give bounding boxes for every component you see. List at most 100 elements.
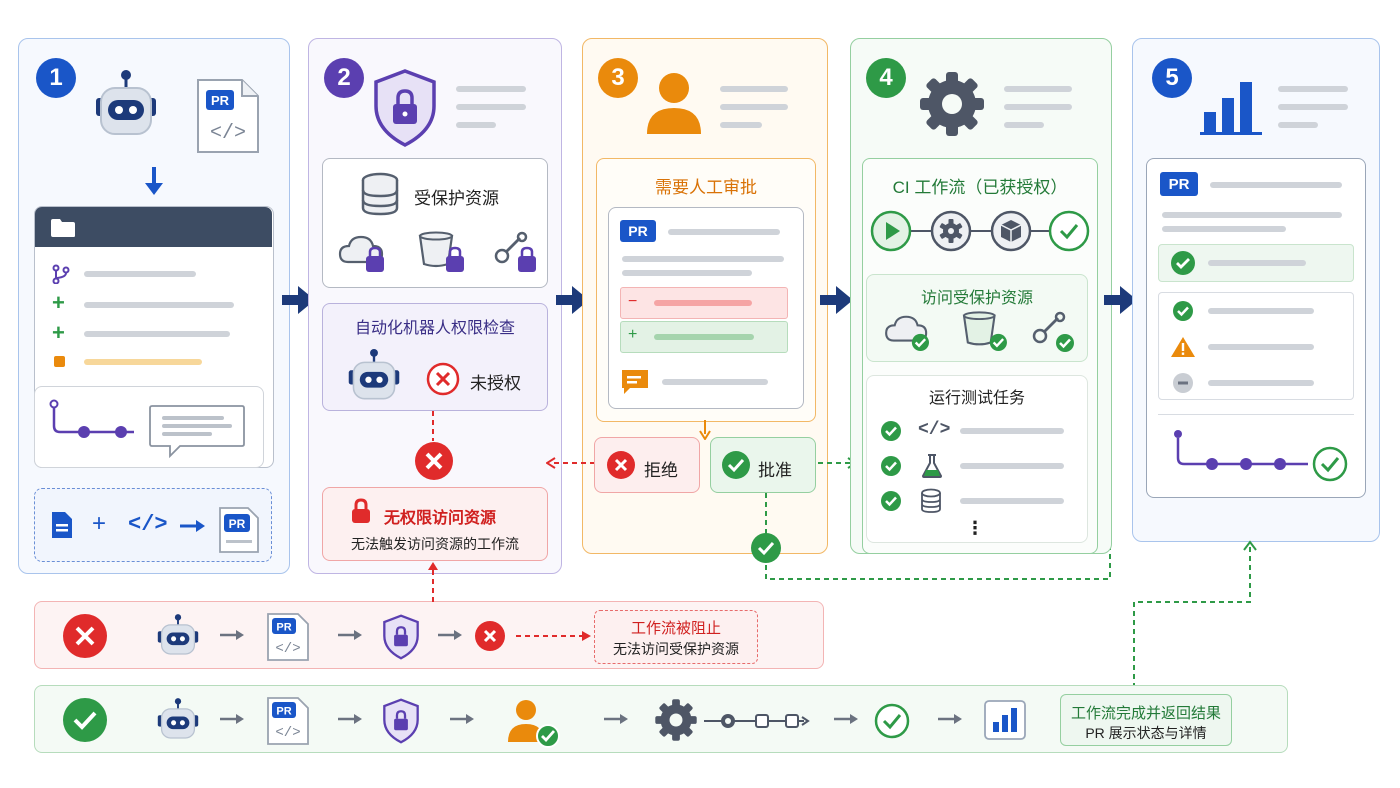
approve-check-icon: [722, 451, 750, 479]
comment-bubble-icon: [149, 405, 245, 458]
line-placeholder: [720, 104, 788, 110]
flow-arrow-icon: [1104, 286, 1137, 314]
right-arrow-icon: [834, 714, 858, 724]
bar-chart-icon: [984, 700, 1026, 740]
line-placeholder: [1004, 86, 1072, 92]
minus-sign: −: [628, 293, 638, 310]
gear-icon: [655, 699, 697, 741]
lock-icon: [352, 498, 370, 523]
step2-badge: 2: [324, 58, 364, 98]
svg-text:</>: </>: [210, 122, 246, 145]
line-placeholder: [84, 302, 234, 308]
line-placeholder: [960, 428, 1064, 434]
robot-icon: [157, 614, 199, 655]
reject-label: 拒绝: [644, 461, 678, 480]
gear-step-icon: [930, 210, 972, 252]
line-placeholder: [622, 270, 752, 276]
no-access-subtitle: 无法触发访问资源的工作流: [351, 536, 519, 552]
line-placeholder: [1278, 104, 1348, 110]
workflow-complete-subtitle: PR 展示状态与详情: [1085, 725, 1207, 741]
task-check-icon: [881, 491, 901, 511]
test-tasks-card: [866, 375, 1088, 543]
line-placeholder: [456, 122, 496, 128]
workflow-blocked-box: [594, 610, 758, 664]
pr-document-icon: PR </>: [267, 697, 309, 745]
cloud-lock-icon: [338, 235, 384, 272]
step3-badge: 3: [598, 58, 638, 98]
code-icon: </>: [918, 420, 951, 440]
cloud-check-icon: [885, 315, 929, 352]
pipeline-steps-icon: [704, 714, 810, 728]
right-arrow-icon: [180, 520, 205, 532]
play-icon: [870, 210, 912, 252]
right-arrow-icon: [604, 714, 628, 724]
protected-resource-label: 受保护资源: [414, 189, 499, 208]
flask-icon: [921, 454, 943, 478]
reject-x-icon: [607, 451, 635, 479]
right-arrow-icon: [938, 714, 962, 724]
key-check-icon: [1032, 311, 1074, 352]
manual-approval-title: 需要人工审批: [655, 178, 757, 197]
reject-dashed-arrow: [546, 457, 594, 469]
line-placeholder: [1162, 212, 1342, 218]
line-placeholder: [960, 498, 1064, 504]
line-placeholder: [456, 104, 526, 110]
check-circle-icon: [874, 703, 910, 739]
plus-sign: +: [628, 326, 638, 343]
unauthorized-label: 未授权: [470, 374, 521, 393]
task-check-icon: [881, 421, 901, 441]
blocked-x-icon: [415, 442, 453, 480]
right-arrow-icon: [338, 630, 362, 640]
person-icon: [647, 73, 701, 134]
line-placeholder: [1004, 104, 1072, 110]
result-dashed-connector: [1133, 540, 1257, 688]
error-circle-icon: [426, 362, 460, 396]
approved-check-icon: [751, 533, 781, 563]
svg-text:PR: PR: [276, 706, 291, 718]
pipeline-line: [888, 230, 1068, 232]
more-ellipsis-icon: ⋮: [966, 518, 984, 538]
svg-text:</>: </>: [275, 641, 300, 657]
svg-text:</>: </>: [275, 725, 300, 741]
plus-icon: +: [52, 320, 65, 345]
package-icon: [990, 210, 1032, 252]
key-lock-icon: [494, 231, 536, 272]
bucket-lock-icon: [418, 231, 464, 272]
line-placeholder: [1208, 344, 1314, 350]
line-placeholder: [84, 271, 196, 277]
workflow-blocked-title: 工作流被阻止: [630, 620, 721, 637]
modified-square-icon: [54, 356, 65, 367]
error-x-icon: [475, 621, 505, 651]
pr-document-icon: PR </>: [267, 613, 309, 661]
task-check-icon: [881, 456, 901, 476]
svg-text:PR: PR: [211, 93, 230, 108]
workflow-complete-box: [1060, 694, 1232, 746]
line-placeholder: [1278, 122, 1318, 128]
down-arrow-icon: [145, 167, 163, 195]
branch-icon: [52, 264, 70, 284]
line-placeholder: [1210, 182, 1342, 188]
robot-icon: [348, 348, 400, 400]
step1-badge: 1: [36, 58, 76, 98]
gear-icon: [920, 72, 984, 136]
bot-check-title: 自动化机器人权限检查: [354, 320, 515, 337]
line-placeholder: [960, 463, 1064, 469]
status-check-icon: [1171, 251, 1195, 275]
line-placeholder: [662, 379, 768, 385]
line-placeholder: [1162, 226, 1286, 232]
right-arrow-icon: [338, 714, 362, 724]
pr-badge: PR: [620, 220, 656, 242]
bucket-check-icon: [962, 311, 1007, 352]
divider: [1158, 414, 1354, 415]
line-placeholder: [456, 86, 526, 92]
bar-chart-icon: [1200, 82, 1262, 135]
line-placeholder: [1004, 122, 1044, 128]
access-resource-title: 访问受保护资源: [920, 290, 1033, 307]
database-icon: [921, 488, 941, 513]
merge-graph-icon: [1174, 430, 1308, 470]
workflow-blocked-subtitle: 无法访问受保护资源: [613, 641, 739, 657]
file-icon: [52, 512, 72, 538]
right-arrow-icon: [450, 714, 474, 724]
svg-text:PR: PR: [229, 517, 246, 531]
workflow-complete-title: 工作流完成并返回结果: [1070, 705, 1221, 722]
